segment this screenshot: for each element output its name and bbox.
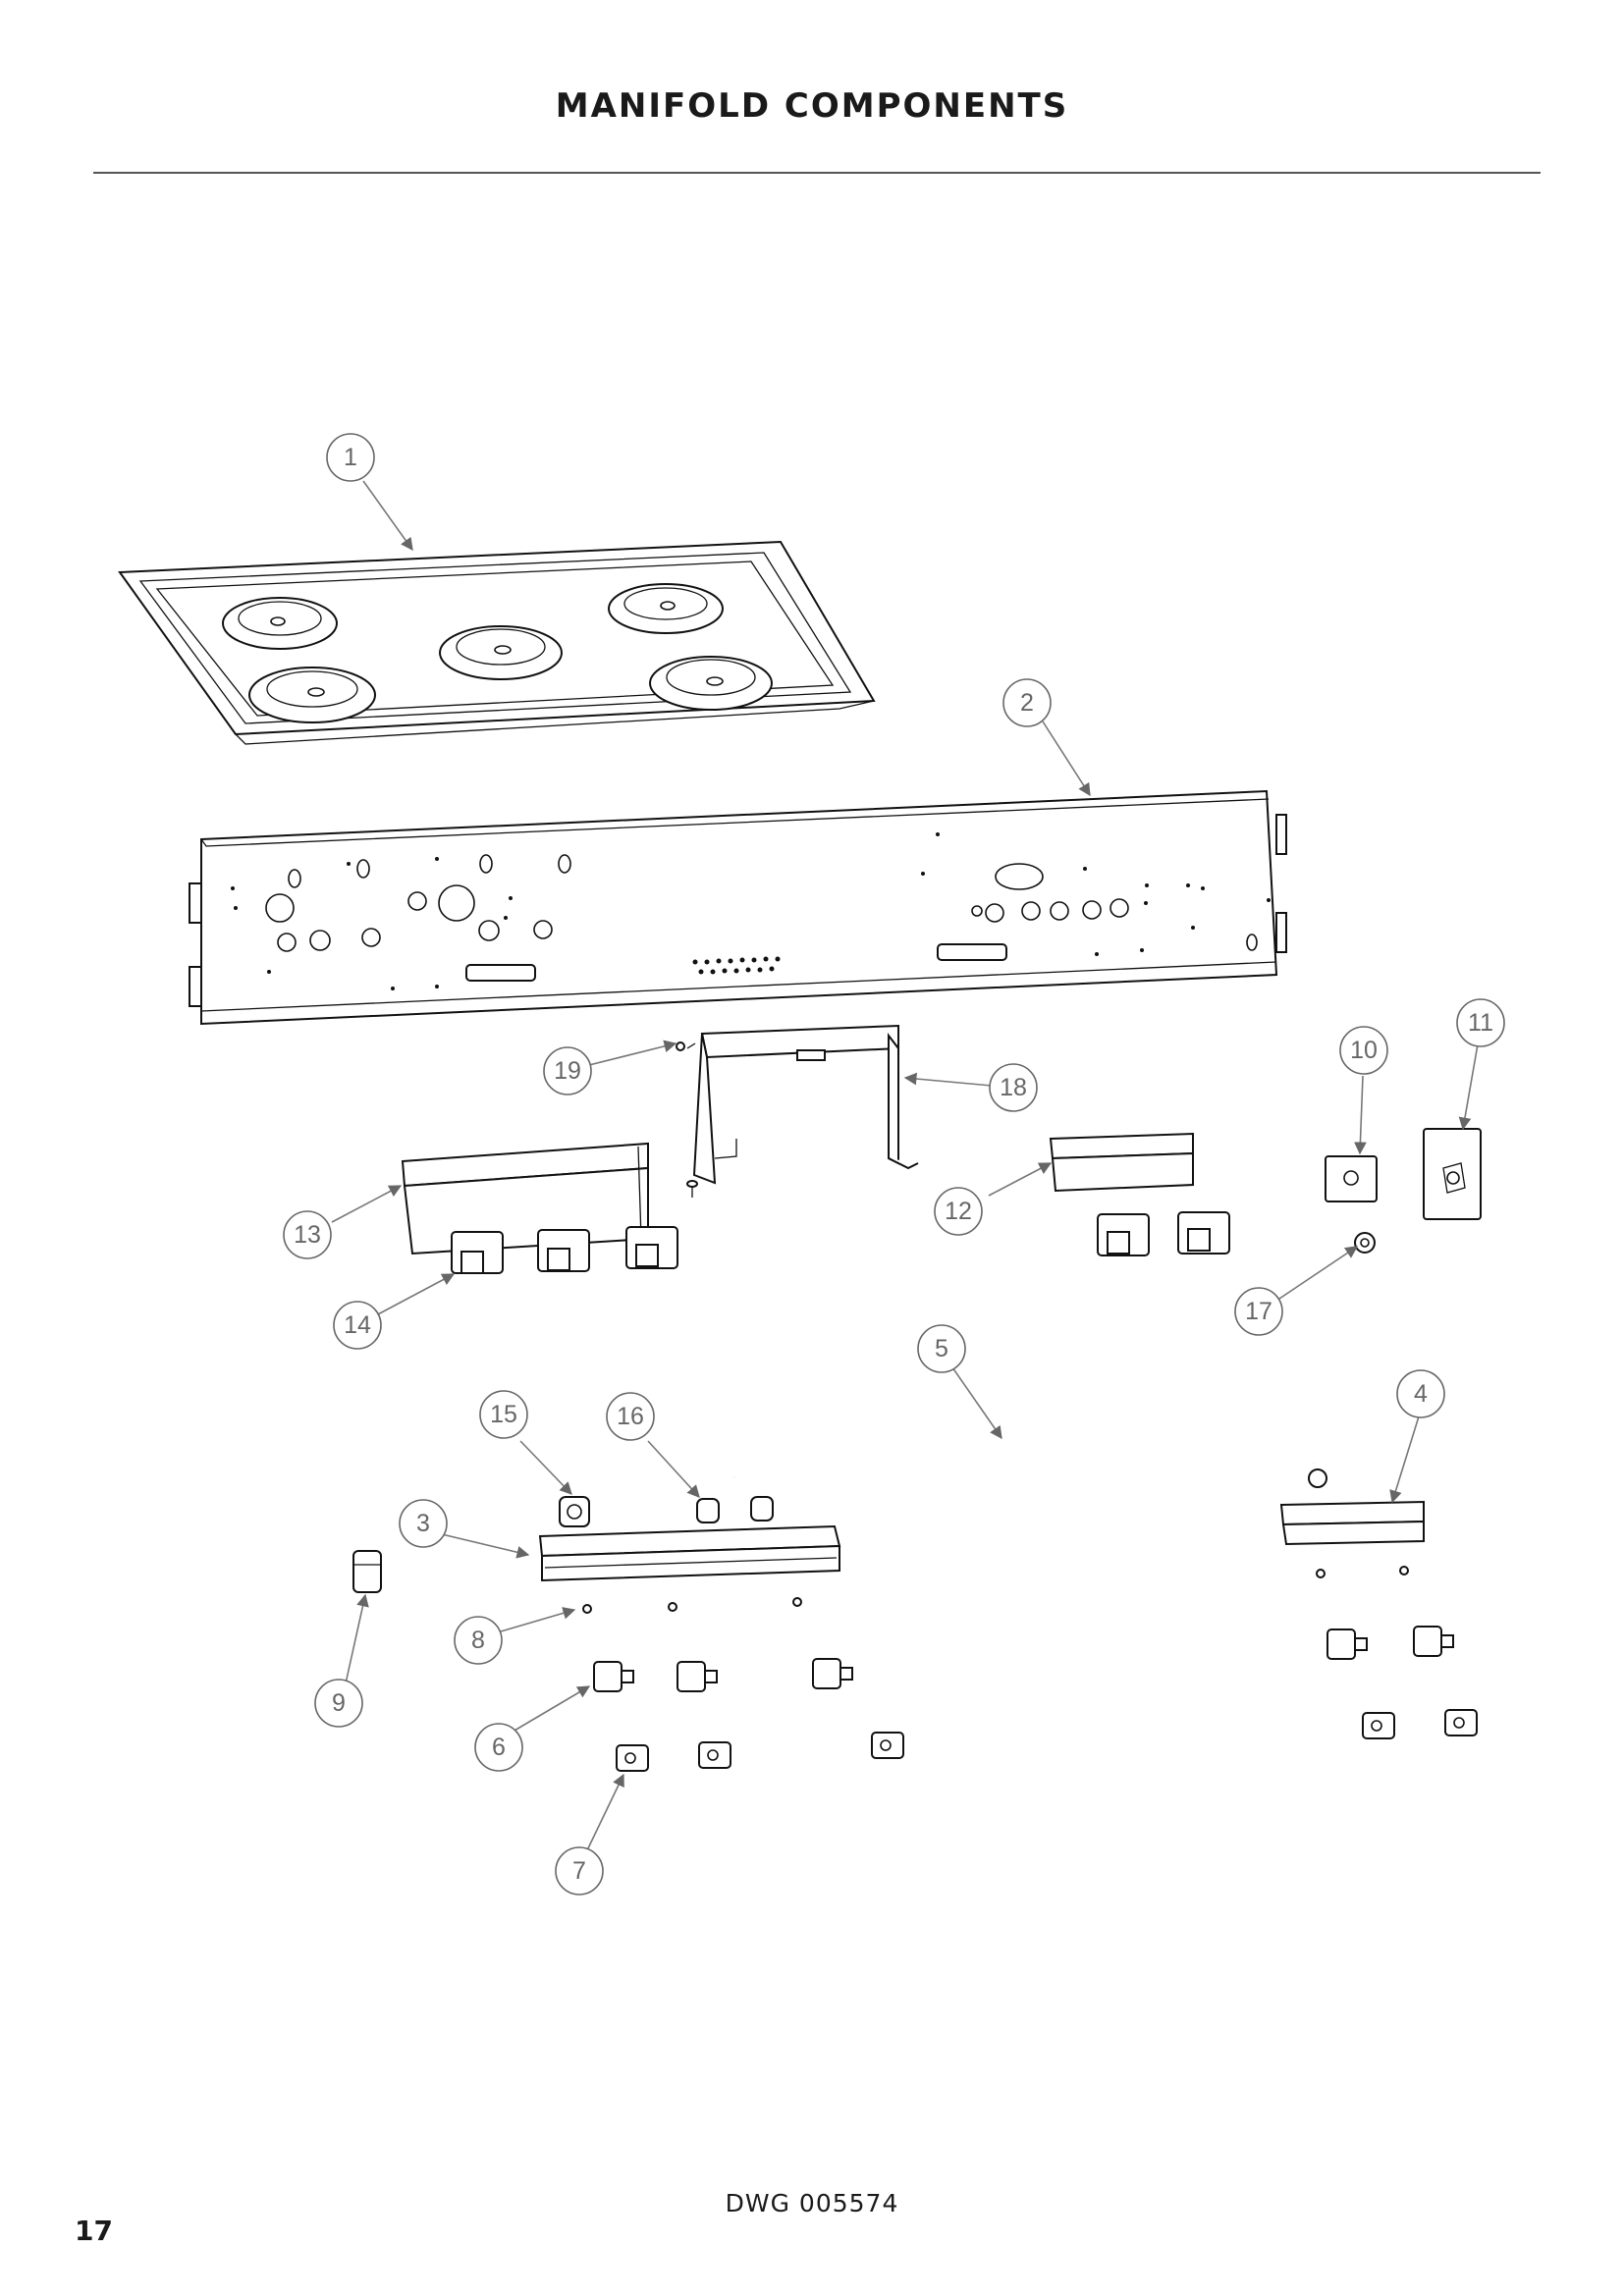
small-screws (582, 1566, 1409, 1614)
svg-text:6: 6 (492, 1734, 506, 1761)
callout-10: 10 (1339, 1026, 1388, 1075)
callout-6: 6 (474, 1723, 523, 1772)
callout-19: 19 (543, 1046, 592, 1095)
left-valve-rail (401, 1142, 649, 1255)
svg-text:13: 13 (294, 1221, 321, 1249)
valve-group-right (1097, 1211, 1230, 1256)
svg-text:15: 15 (490, 1401, 517, 1428)
callout-1: 1 (326, 433, 375, 482)
svg-text:2: 2 (1020, 689, 1034, 717)
svg-text:18: 18 (1000, 1074, 1027, 1101)
cooktop-tray (118, 540, 876, 745)
elbow-fitting (352, 1550, 382, 1593)
callout-7: 7 (555, 1846, 604, 1896)
callout-15: 15 (479, 1390, 528, 1439)
valve-brackets (616, 1709, 1478, 1772)
svg-text:7: 7 (572, 1857, 586, 1885)
callout-14: 14 (333, 1301, 382, 1350)
svg-text:10: 10 (1350, 1037, 1378, 1064)
svg-text:1: 1 (344, 444, 357, 471)
callout-16: 16 (606, 1392, 655, 1441)
callout-11: 11 (1456, 998, 1505, 1047)
callout-2: 2 (1002, 678, 1052, 727)
callout-8: 8 (454, 1616, 503, 1665)
svg-text:4: 4 (1414, 1380, 1428, 1408)
svg-text:19: 19 (554, 1057, 581, 1085)
svg-text:11: 11 (1468, 1009, 1493, 1037)
drawing-number: DWG 005574 (725, 2189, 899, 2217)
burner-valves (593, 1626, 1454, 1692)
callout-12: 12 (934, 1187, 983, 1236)
valve-group-left (451, 1226, 678, 1274)
svg-text:9: 9 (332, 1689, 346, 1717)
svg-text:14: 14 (344, 1311, 371, 1339)
page-title: MANIFOLD COMPONENTS (555, 86, 1069, 126)
callout-5: 5 (917, 1324, 966, 1373)
grommet (1354, 1232, 1376, 1254)
callout-4: 4 (1396, 1369, 1445, 1418)
callout-9: 9 (314, 1679, 363, 1728)
svg-text:3: 3 (416, 1510, 430, 1537)
support-bracket (686, 1024, 919, 1185)
title-divider (93, 172, 1541, 174)
page-number: 17 (75, 2215, 113, 2247)
spark-module (1423, 1128, 1482, 1220)
inlet-fitting (559, 1496, 590, 1527)
orifice-fittings (696, 1496, 774, 1523)
svg-text:5: 5 (935, 1335, 948, 1362)
callout-17: 17 (1234, 1287, 1283, 1336)
callout-18: 18 (989, 1063, 1038, 1112)
right-manifold-rail (1279, 1500, 1425, 1546)
right-valve-rail (1049, 1132, 1194, 1193)
callout-13: 13 (283, 1210, 332, 1259)
svg-text:17: 17 (1245, 1298, 1272, 1325)
rear-panel (189, 789, 1287, 1026)
svg-text:8: 8 (471, 1627, 485, 1654)
svg-text:12: 12 (945, 1198, 972, 1225)
svg-text:16: 16 (617, 1403, 644, 1430)
switch-bracket (1325, 1155, 1378, 1202)
gas-supply-tube (719, 1410, 1327, 1488)
callout-3: 3 (399, 1499, 448, 1548)
left-manifold-rail (538, 1524, 841, 1582)
